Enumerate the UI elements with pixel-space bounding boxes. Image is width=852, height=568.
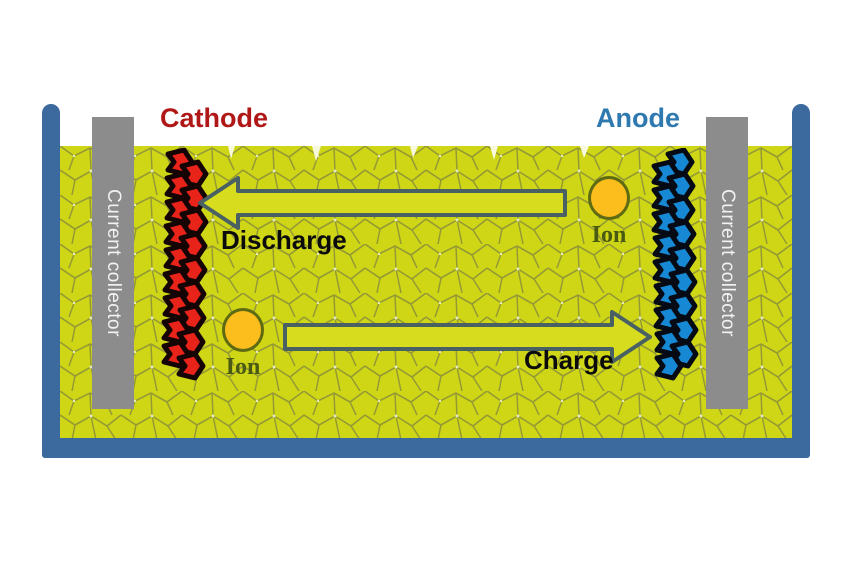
current-collector-right: Current collector <box>706 117 748 409</box>
ion-label-right: Ion <box>591 222 627 248</box>
cell-casing-right-wall <box>792 104 810 454</box>
cell-casing-bottom <box>42 436 810 458</box>
cathode-title: Cathode <box>160 103 268 133</box>
anode-title: Anode <box>596 103 680 133</box>
charge-label: Charge <box>524 345 614 375</box>
ion-marker-right: Ion <box>588 176 634 249</box>
current-collector-left-label: Current collector <box>103 189 125 337</box>
anode-electrode <box>651 148 699 381</box>
discharge-arrow-icon <box>198 176 567 230</box>
charge-arrow-icon <box>283 310 652 364</box>
current-collector-right-label: Current collector <box>717 189 739 337</box>
cathode-electrode <box>161 148 209 381</box>
current-collector-left: Current collector <box>92 117 134 409</box>
ion-circle-icon <box>588 176 630 220</box>
ion-marker-left: Ion <box>222 308 268 381</box>
discharge-label: Discharge <box>221 225 347 255</box>
ion-label-left: Ion <box>225 354 261 380</box>
cell-casing-left-wall <box>42 104 60 454</box>
ion-circle-icon <box>222 308 264 352</box>
